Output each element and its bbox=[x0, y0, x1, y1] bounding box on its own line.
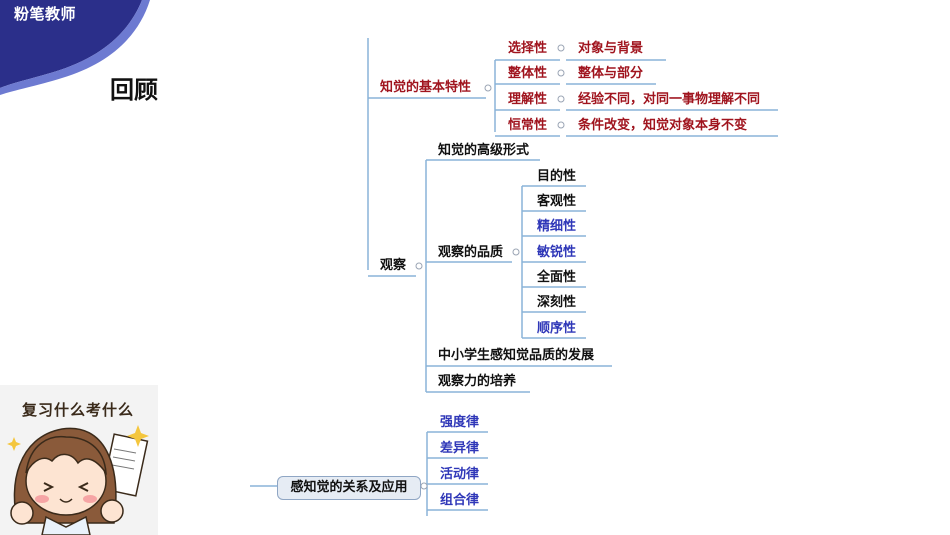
sticker-caption: 复习什么考什么 bbox=[22, 401, 135, 419]
node-feature-detail: 对象与背景 bbox=[578, 41, 644, 56]
node-perception-features: 知觉的基本特性 bbox=[380, 80, 472, 95]
node-law: 活动律 bbox=[440, 467, 480, 482]
node-quality-item: 客观性 bbox=[537, 194, 577, 209]
brand-logo: 粉笔教师 bbox=[0, 0, 150, 95]
node-quality-item: 精细性 bbox=[537, 219, 577, 234]
node-relation: 感知觉的关系及应用 bbox=[277, 476, 421, 500]
node-feature-detail: 整体与部分 bbox=[578, 66, 644, 81]
node-cultivation: 观察力的培养 bbox=[438, 374, 517, 389]
logo-text: 粉笔教师 bbox=[14, 5, 77, 23]
node-quality-item: 目的性 bbox=[537, 169, 577, 184]
node-feature-name: 整体性 bbox=[508, 66, 548, 81]
cartoon-sticker: 复习什么考什么 bbox=[0, 385, 158, 535]
logo-wave-shape bbox=[0, 0, 150, 95]
node-feature-name: 选择性 bbox=[508, 41, 548, 56]
node-law: 组合律 bbox=[440, 493, 480, 508]
node-observation-quality: 观察的品质 bbox=[438, 245, 504, 260]
node-law: 差异律 bbox=[440, 441, 480, 456]
node-quality-item: 深刻性 bbox=[537, 295, 577, 310]
node-quality-item: 顺序性 bbox=[537, 321, 577, 336]
node-quality-item: 全面性 bbox=[537, 270, 577, 285]
node-advanced-form: 知觉的高级形式 bbox=[438, 143, 530, 158]
page-title: 回顾 bbox=[110, 76, 158, 104]
node-law: 强度律 bbox=[440, 415, 480, 430]
node-quality-item: 敏锐性 bbox=[537, 245, 577, 260]
node-feature-name: 恒常性 bbox=[508, 118, 548, 133]
node-feature-name: 理解性 bbox=[508, 92, 548, 107]
node-observation: 观察 bbox=[380, 258, 407, 273]
node-feature-detail: 条件改变，知觉对象本身不变 bbox=[578, 118, 748, 133]
node-development: 中小学生感知觉品质的发展 bbox=[438, 348, 595, 363]
node-feature-detail: 经验不同，对同一事物理解不同 bbox=[578, 92, 761, 107]
cartoon-girl-icon bbox=[7, 425, 149, 535]
